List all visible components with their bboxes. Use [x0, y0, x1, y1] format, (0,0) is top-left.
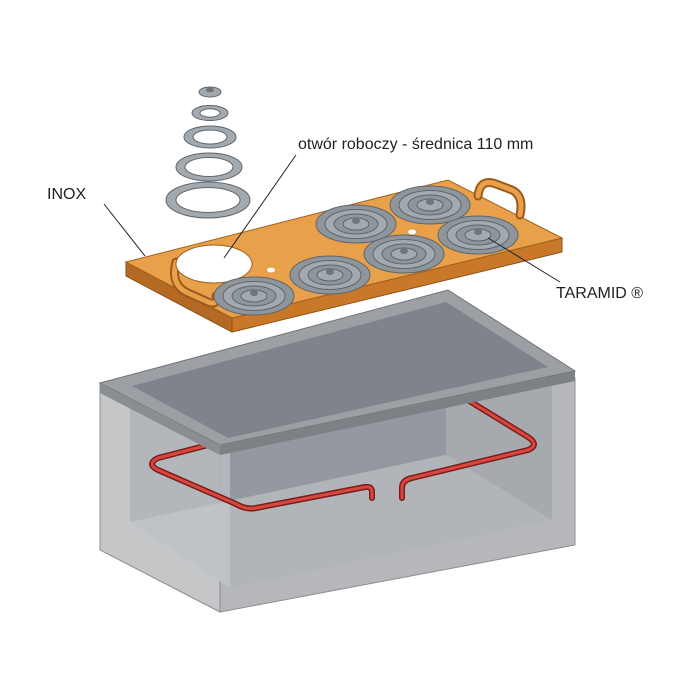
ring-cover [213, 276, 295, 316]
loose-cap [198, 86, 222, 98]
tank-opening [132, 302, 548, 438]
working-hole [175, 244, 253, 284]
label-inox: INOX [47, 186, 87, 203]
label-taramid: TARAMID ® [556, 285, 644, 302]
stainless-tank [98, 289, 577, 613]
leader-taramid [487, 237, 561, 283]
ring-cover [363, 234, 445, 274]
leader-inox [103, 203, 146, 257]
loose-ring [175, 152, 243, 182]
leader-working-hole [223, 154, 297, 259]
small-hole [408, 229, 416, 235]
loose-ring-stack [165, 86, 251, 219]
lid-handle-right [473, 178, 526, 220]
loose-ring [191, 105, 229, 121]
tank-rim-front-edge [220, 371, 575, 455]
label-working-hole: otwór roboczy - średnica 110 mm [298, 136, 534, 153]
leader-lines [103, 154, 561, 283]
ring-cover [389, 185, 471, 225]
ring-cover [315, 204, 397, 244]
ring-cover [289, 255, 371, 295]
small-hole [267, 267, 275, 273]
tank-inner-floor [130, 455, 552, 588]
loose-ring [165, 181, 251, 219]
loose-ring [183, 125, 237, 149]
tank-rim-left-edge [100, 383, 220, 455]
